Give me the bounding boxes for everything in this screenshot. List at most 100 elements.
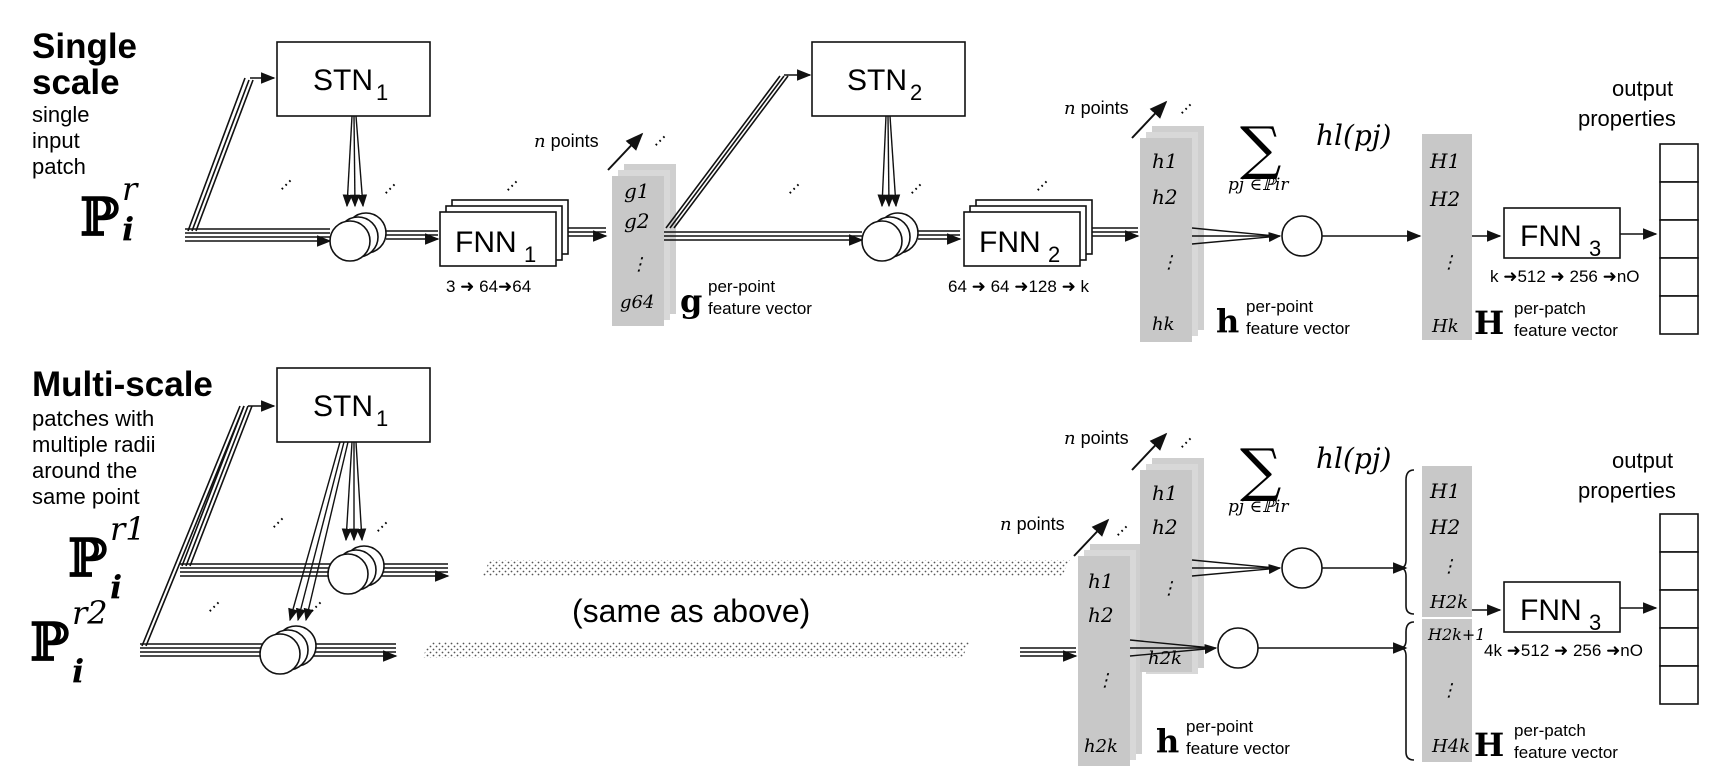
multi-output-label-2: properties <box>1578 478 1676 503</box>
single-H-bold: H <box>1474 304 1504 342</box>
multi-fnn3-sub: 3 <box>1589 610 1601 635</box>
single-H-1: H1 <box>1429 149 1460 173</box>
single-h-caption-1: per-point <box>1246 297 1313 316</box>
single-H-caption-2: feature vector <box>1514 321 1618 340</box>
multi-sum-sigma: ∑ <box>1240 436 1281 504</box>
multi-heading: Multi-scale <box>32 365 213 404</box>
multi-input1-symbol: ℙ <box>68 528 107 589</box>
single-h-bold: h <box>1216 302 1239 340</box>
multi-ellipsis-hb: ⋯ <box>1175 431 1198 454</box>
multi-placeholder-band-2 <box>422 642 970 658</box>
single-ellipsis-3: ⋯ <box>501 174 524 197</box>
multi-input1-sup: r1 <box>110 510 146 548</box>
single-H-caption-1: per-patch <box>1514 299 1586 318</box>
multi-H-bold: H <box>1474 726 1504 764</box>
multi-ha-3: ⋮ <box>1096 670 1114 691</box>
single-g-1: g1 <box>624 179 650 203</box>
multi-H-5: H2k+1 <box>1427 625 1485 644</box>
multi-hb-3: ⋮ <box>1160 578 1178 599</box>
multi-H-caption-1: per-patch <box>1514 721 1586 740</box>
multi-stn1-sub: 1 <box>376 406 388 431</box>
multi-h-vector-b <box>1140 470 1192 672</box>
multi-ellipsis-ha: ⋯ <box>1111 519 1134 542</box>
single-ellipsis-g: ⋯ <box>649 129 672 152</box>
multi-output-table <box>1659 513 1699 705</box>
single-sum-sub: pj ∈ℙir <box>1228 175 1289 195</box>
multi-h-vector-a <box>1078 556 1130 766</box>
multi-transform-node-2 <box>259 625 317 675</box>
multi-scale-section: Multi-scale patches with multiple radii … <box>30 365 1699 766</box>
multi-desc-line1: patches with <box>32 406 154 431</box>
single-maxpool-node <box>1281 215 1323 257</box>
single-output-label-1: output <box>1612 76 1673 101</box>
multi-H-vector <box>1422 466 1472 762</box>
single-h-vector <box>1140 138 1192 342</box>
single-H-vector <box>1422 134 1472 340</box>
single-g-3: ⋮ <box>630 254 648 275</box>
multi-H-6: ⋮ <box>1440 680 1458 701</box>
single-ellipsis-2: ⋯ <box>379 177 402 200</box>
single-g-bold: g <box>680 282 702 320</box>
single-stn1-label: STN <box>313 64 373 97</box>
multi-ha-2: h2 <box>1088 603 1114 627</box>
single-heading-line1: Single <box>32 27 137 66</box>
single-input-symbol: ℙ <box>80 187 119 248</box>
multi-transform-node-1 <box>327 545 385 595</box>
multi-hb-1: h1 <box>1152 481 1178 505</box>
multi-ha-4: h2k <box>1084 736 1118 757</box>
single-input-sup: r <box>122 170 139 208</box>
single-h-4: hk <box>1152 314 1175 335</box>
multi-stn1-box <box>276 367 431 443</box>
single-fnn1-box <box>439 211 557 267</box>
single-h-caption-2: feature vector <box>1246 319 1350 338</box>
single-h-3: ⋮ <box>1160 252 1178 273</box>
single-fnn2-box <box>963 211 1081 267</box>
single-npoints-g-text: points <box>546 131 599 151</box>
single-fnn3-box <box>1503 207 1621 259</box>
single-stn2-label: STN <box>847 64 907 97</box>
multi-hb-2: h2 <box>1152 515 1178 539</box>
single-output-label-2: properties <box>1578 106 1676 131</box>
single-g-2: g2 <box>624 209 650 233</box>
single-g-caption-2: feature vector <box>708 299 812 318</box>
single-ellipsis-5: ⋯ <box>905 177 928 200</box>
single-g-caption-1: per-point <box>708 277 775 296</box>
multi-maxpool-node-1 <box>1281 547 1323 589</box>
multi-input2-sub: i <box>72 652 84 690</box>
single-npoints-h: n points <box>1064 98 1129 119</box>
multi-sum-expr: hl(pj) <box>1316 442 1391 475</box>
multi-npoints-b: n points <box>1064 428 1129 449</box>
single-h-1: h1 <box>1152 149 1178 173</box>
multi-h-caption-1: per-point <box>1186 717 1253 736</box>
multi-H-2: H2 <box>1429 515 1460 539</box>
single-stn2-box <box>811 41 966 117</box>
multi-npoints-a: n points <box>1000 514 1065 535</box>
single-transform-node-2 <box>861 212 919 262</box>
single-stn1-box <box>276 41 431 117</box>
single-ellipsis-1: ⋯ <box>275 173 298 196</box>
single-desc-line1: single <box>32 102 89 127</box>
multi-npoints-b-text: points <box>1076 428 1129 448</box>
single-stn1-sub: 1 <box>376 80 388 105</box>
single-fnn3-dims: k ➜512 ➜ 256 ➜nO <box>1490 267 1640 286</box>
single-heading-line2: scale <box>32 63 120 102</box>
single-H-3: ⋮ <box>1440 252 1458 273</box>
multi-ha-1: h1 <box>1088 569 1114 593</box>
single-desc-line3: patch <box>32 154 86 179</box>
multi-fnn3-box <box>1503 581 1621 633</box>
multi-desc-line2: multiple radii <box>32 432 156 457</box>
multi-ellipsis-3: ⋯ <box>203 595 226 618</box>
multi-h-bold: h <box>1156 722 1179 760</box>
multi-maxpool-node-2 <box>1217 627 1259 669</box>
single-transform-node-1 <box>329 212 387 262</box>
single-fnn1-dims: 3 ➜ 64➜64 <box>446 277 531 296</box>
single-fnn1-label: FNN <box>455 226 517 259</box>
single-sum-expr: hl(pj) <box>1316 119 1391 152</box>
single-fnn2-sub: 2 <box>1048 242 1060 267</box>
single-ellipsis-6: ⋯ <box>1031 174 1054 197</box>
multi-sum-sub: pj ∈ℙir <box>1228 497 1289 517</box>
multi-H-3: ⋮ <box>1440 556 1458 577</box>
single-output-table <box>1659 143 1699 335</box>
multi-fnn3-dims: 4k ➜512 ➜ 256 ➜nO <box>1484 641 1643 660</box>
multi-stn1-label: STN <box>313 390 373 423</box>
